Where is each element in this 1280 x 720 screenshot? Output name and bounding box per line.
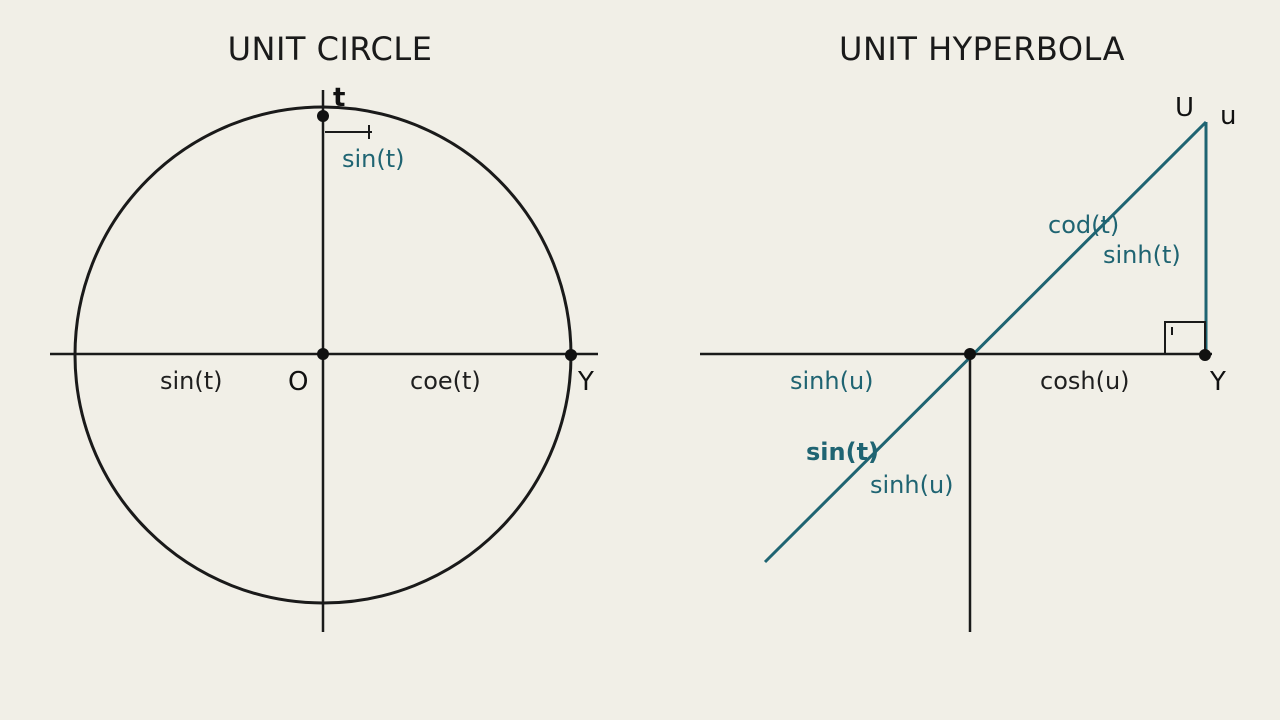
hyperbola-point-right-label: Y — [1209, 367, 1226, 397]
origin-label: O — [288, 367, 308, 397]
top-sin-label: sin(t) — [342, 145, 405, 173]
diagonal-upper-label: cod(t) — [1048, 211, 1119, 239]
left-axis-label: sin(t) — [160, 367, 223, 395]
diagonal-lower-label: sin(t) — [806, 438, 879, 466]
hyperbola-left-axis-label: sinh(u) — [790, 367, 874, 395]
hyperbola-point-right — [1199, 349, 1211, 361]
origin-point — [317, 348, 329, 360]
point-top-upper-label: U — [1175, 93, 1194, 123]
point-right — [565, 349, 577, 361]
unit-circle-title: UNIT CIRCLE — [228, 30, 433, 68]
point-top — [317, 110, 329, 122]
unit-hyperbola-title: UNIT HYPERBOLA — [839, 30, 1125, 68]
hyperbola-diagonal-line — [763, 120, 1208, 564]
hyperbola-origin-point — [964, 348, 976, 360]
hyperbola-right-axis-label: cosh(u) — [1040, 367, 1130, 395]
right-angle-marker — [1164, 321, 1206, 355]
right-axis-label: coe(t) — [410, 367, 481, 395]
point-top-label: t — [333, 83, 345, 113]
point-right-label: Y — [577, 367, 594, 397]
unit-hyperbola-panel: UNIT HYPERBOLA U u cod(t) sinh(t) sinh(u… — [700, 30, 1236, 632]
unit-circle-panel: UNIT CIRCLE t sin(t) sin(t) O coe(t) Y — [50, 30, 598, 632]
point-top-lower-label: u — [1220, 101, 1236, 131]
lower-sinh-label: sinh(u) — [870, 471, 954, 499]
vertical-sinh-label: sinh(t) — [1103, 241, 1181, 269]
